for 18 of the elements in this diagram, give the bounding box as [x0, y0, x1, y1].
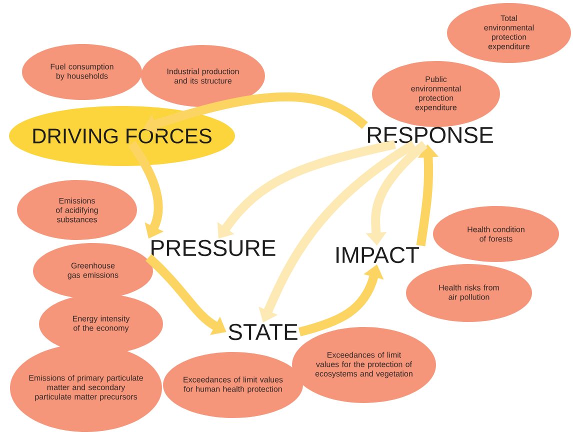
ellipse-bubble: Industrial production and its structure — [141, 45, 265, 107]
node-label: Energy intensity of the economy — [72, 316, 130, 332]
ellipse-bubble: Energy intensity of the economy — [39, 294, 163, 354]
ellipse-bubble: Health risks from air pollution — [406, 264, 532, 322]
node-label: Exceedances of limit values for human health protection — [184, 376, 283, 394]
ellipse-bubble: Emissions of acidifying substances — [17, 180, 137, 240]
stage-label: IMPACT — [336, 246, 420, 264]
ellipse-bubble: Fuel consumption by households — [22, 44, 142, 100]
node-label: Emissions of primary particulate matter and secondary particulate matter precursors — [29, 374, 143, 402]
ellipse-bubble: Exceedances of limit values for human health protection — [163, 352, 303, 418]
ellipse-heading: DRIVING FORCES — [9, 106, 235, 166]
ellipse-bubble: Emissions of primary particulate matter and secondary particulate matter precursors — [10, 344, 162, 432]
ellipse-bubble: Health condition of forests — [433, 206, 559, 262]
stage-label: PRESSURE — [152, 240, 276, 256]
ellipse-bubble: Greenhouse gas emissions — [33, 243, 153, 299]
stage-label: RESPONSE — [368, 126, 493, 144]
ellipse-bubble: Total environmental protection expenditure — [447, 3, 571, 63]
ellipse-bubble: Public environmental protection expenditure — [372, 61, 500, 127]
